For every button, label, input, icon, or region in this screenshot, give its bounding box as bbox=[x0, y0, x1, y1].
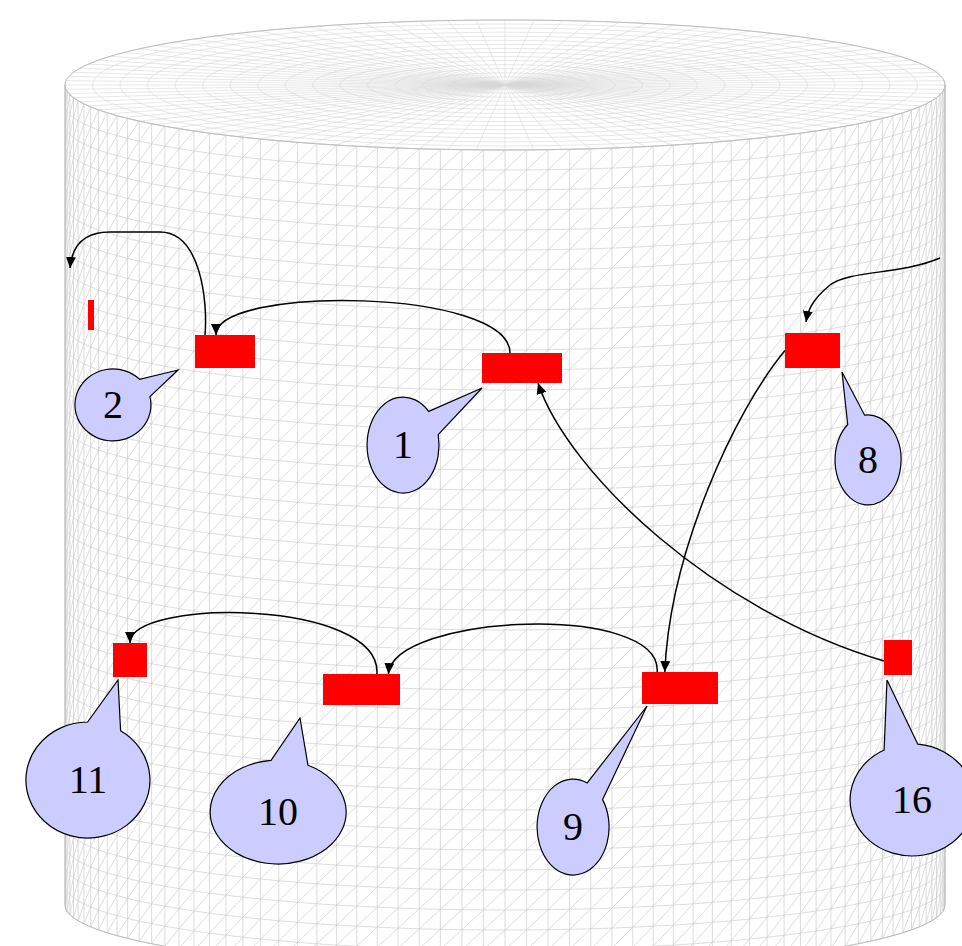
callout-bubble: 9 bbox=[537, 779, 609, 875]
edge-patch bbox=[88, 300, 94, 330]
flow-arrow bbox=[665, 351, 785, 673]
red-patch: 1 bbox=[482, 353, 562, 383]
callout-number: 9 bbox=[537, 779, 609, 875]
callout-number: 10 bbox=[210, 760, 346, 864]
red-patch: 16 bbox=[884, 640, 912, 675]
red-patch: 9 bbox=[642, 672, 718, 704]
red-patch: 10 bbox=[323, 674, 400, 705]
callout-number: 1 bbox=[367, 397, 439, 493]
callout-number: 2 bbox=[75, 369, 151, 441]
callout-bubble: 1 bbox=[367, 397, 439, 493]
flow-arrow bbox=[388, 624, 657, 674]
red-patch: 11 bbox=[113, 643, 147, 677]
red-patch: 2 bbox=[195, 335, 255, 368]
callout-bubble: 10 bbox=[210, 760, 346, 864]
cap-mesh bbox=[65, 20, 945, 150]
callout-bubble: 11 bbox=[26, 722, 150, 838]
mesh-lines bbox=[65, 85, 945, 946]
red-patch: 8 bbox=[785, 333, 840, 368]
cylinder-outline bbox=[65, 85, 945, 946]
callout-bubble: 2 bbox=[75, 369, 151, 441]
flow-arrow bbox=[538, 383, 884, 661]
callout-bubble: 8 bbox=[835, 415, 901, 505]
callout-number: 8 bbox=[835, 415, 901, 505]
callout-number: 16 bbox=[850, 744, 962, 856]
callout-number: 11 bbox=[26, 722, 150, 838]
offpage-arrow bbox=[806, 258, 940, 322]
cylinder-top bbox=[65, 20, 945, 150]
offpage-arrow bbox=[70, 232, 206, 335]
callout-bubble: 16 bbox=[850, 744, 962, 856]
flow-arrow bbox=[216, 301, 510, 353]
flow-arrow bbox=[130, 613, 377, 674]
